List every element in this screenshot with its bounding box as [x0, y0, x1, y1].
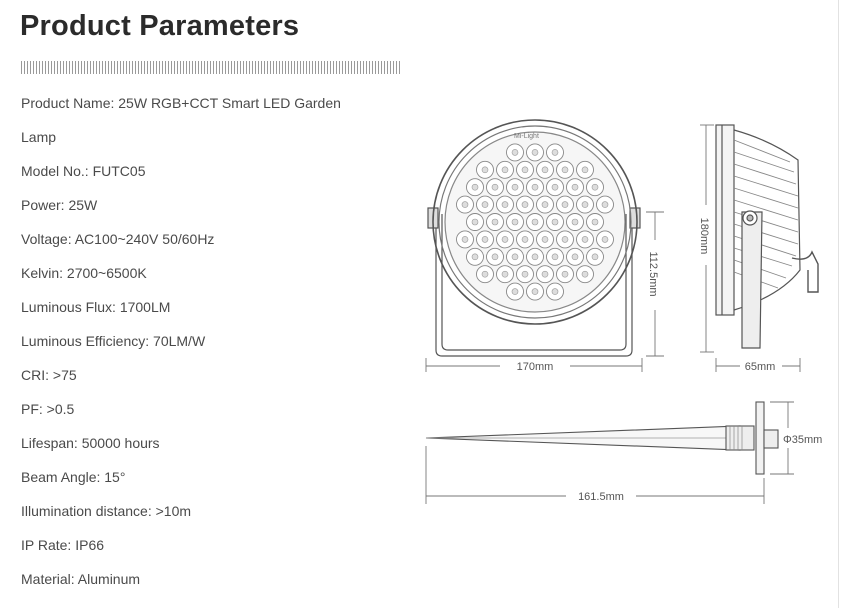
spec-efficiency: Luminous Efficiency: 70LM/W: [21, 333, 206, 349]
led-emitter: [571, 183, 579, 191]
led-emitter: [531, 183, 539, 191]
led-emitter: [481, 270, 489, 278]
led-emitter: [591, 218, 599, 226]
page-title: Product Parameters: [20, 10, 300, 42]
spec-power: Power: 25W: [21, 197, 98, 213]
led-emitter: [461, 236, 469, 243]
led-emitter: [581, 236, 589, 243]
dimension-depth: [715, 358, 801, 372]
led-emitter: [521, 270, 529, 278]
led-emitter: [491, 253, 499, 261]
ground-spike: [425, 401, 779, 475]
led-emitter: [531, 218, 539, 226]
led-emitter: [561, 201, 569, 208]
led-emitter: [481, 201, 489, 208]
led-emitter: [601, 236, 609, 243]
lamp-side-view: [715, 124, 819, 349]
lamp-front-view: [427, 119, 641, 357]
led-emitter: [511, 149, 519, 156]
led-emitter: [601, 201, 609, 208]
spec-cri: CRI: >75: [21, 367, 77, 383]
led-emitter: [481, 166, 489, 174]
spec-material: Material: Aluminum: [21, 571, 141, 587]
dim-width-label: 170mm: [517, 361, 554, 373]
led-emitter: [581, 166, 589, 174]
spec-lifespan: Lifespan: 50000 hours: [21, 435, 160, 451]
dim-spike-diameter-label: Φ35mm: [783, 434, 822, 446]
title-divider: [21, 61, 401, 74]
led-emitter: [561, 270, 569, 278]
led-emitter: [581, 201, 589, 208]
dimension-height-side: [700, 124, 714, 353]
led-emitter: [521, 201, 529, 208]
led-emitter: [471, 183, 479, 191]
led-emitter: [531, 149, 539, 156]
led-emitter: [551, 183, 559, 191]
led-emitter: [591, 253, 599, 261]
led-emitter: [501, 201, 509, 208]
led-emitter: [551, 288, 559, 295]
spec-luminous-flux: Luminous Flux: 1700LM: [21, 299, 171, 315]
spec-beam-angle: Beam Angle: 15°: [21, 469, 126, 485]
spec-kelvin: Kelvin: 2700~6500K: [21, 265, 147, 281]
led-emitter: [521, 166, 529, 174]
led-emitter: [461, 201, 469, 208]
led-emitter: [551, 149, 559, 156]
led-emitter: [531, 253, 539, 261]
spec-product-name: Product Name: 25W RGB+CCT Smart LED Gard…: [21, 95, 341, 111]
led-array: [456, 143, 614, 301]
spec-voltage: Voltage: AC100~240V 50/60Hz: [21, 231, 215, 247]
led-emitter: [501, 270, 509, 278]
led-emitter: [541, 270, 549, 278]
spec-product-name-cont: Lamp: [21, 129, 57, 145]
dimension-spike-length: [425, 446, 765, 504]
brand-label: Mi-Light: [514, 133, 539, 140]
dimension-width: [425, 358, 643, 372]
led-emitter: [541, 201, 549, 208]
dimension-height-front: [646, 211, 664, 357]
led-emitter: [561, 236, 569, 243]
led-emitter: [481, 236, 489, 243]
right-border: [838, 0, 839, 608]
led-emitter: [571, 253, 579, 261]
dim-height-front-label: 112.5mm: [647, 251, 659, 296]
spec-distance: Illumination distance: >10m: [21, 503, 192, 519]
led-emitter: [511, 253, 519, 261]
led-emitter: [531, 288, 539, 295]
led-emitter: [511, 288, 519, 295]
led-emitter: [541, 166, 549, 174]
led-emitter: [551, 253, 559, 261]
led-emitter: [511, 183, 519, 191]
dim-height-side-label: 180mm: [698, 218, 710, 255]
spec-pf: PF: >0.5: [21, 401, 75, 417]
dim-depth-label: 65mm: [745, 361, 776, 373]
dimension-spike-diameter: [770, 401, 794, 475]
led-emitter: [501, 236, 509, 243]
led-emitter: [581, 270, 589, 278]
led-emitter: [491, 218, 499, 226]
led-emitter: [541, 236, 549, 243]
led-emitter: [501, 166, 509, 174]
led-emitter: [471, 253, 479, 261]
led-emitter: [511, 218, 519, 226]
spec-ip-rate: IP Rate: IP66: [21, 537, 105, 553]
led-emitter: [551, 218, 559, 226]
spec-model: Model No.: FUTC05: [21, 163, 146, 179]
led-emitter: [561, 166, 569, 174]
led-emitter: [571, 218, 579, 226]
led-emitter: [591, 183, 599, 191]
led-emitter: [471, 218, 479, 226]
dim-spike-length-label: 161.5mm: [578, 491, 624, 503]
led-emitter: [491, 183, 499, 191]
led-emitter: [521, 236, 529, 243]
